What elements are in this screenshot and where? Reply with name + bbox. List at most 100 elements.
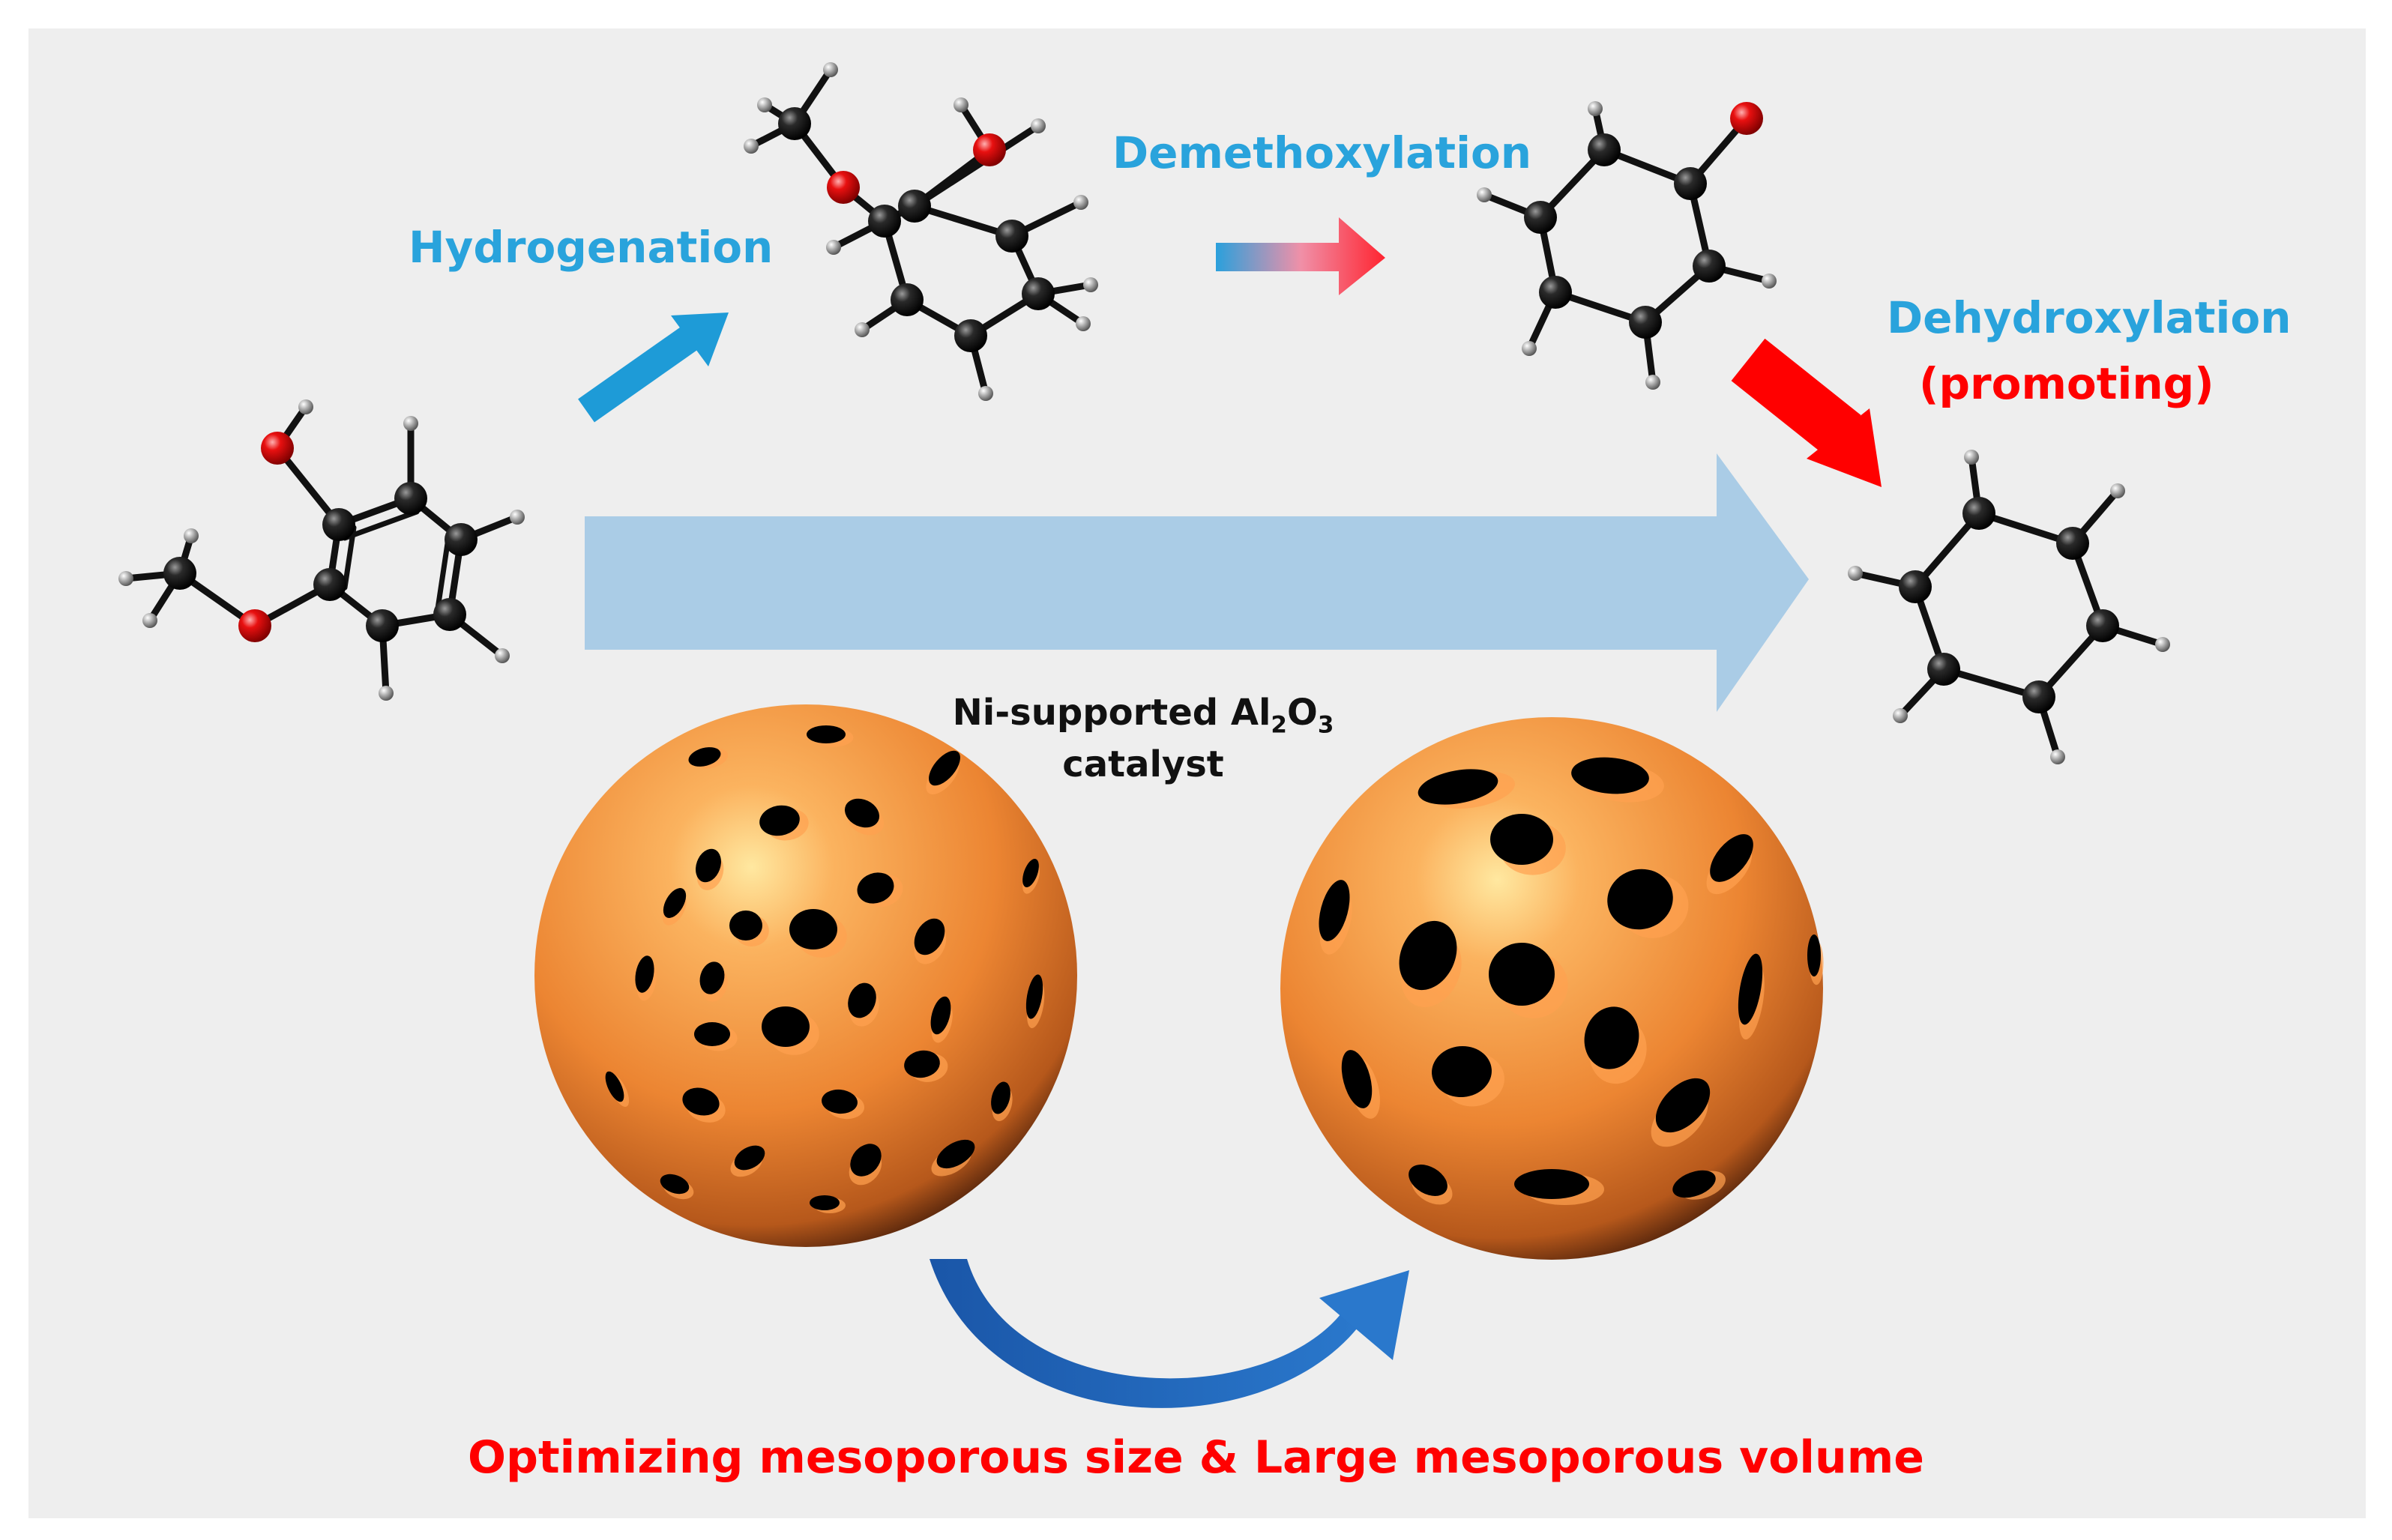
atom-H bbox=[1073, 195, 1088, 210]
atom-C bbox=[1539, 276, 1572, 309]
catalyst-subscript-1: 2 bbox=[1271, 711, 1287, 739]
atom-H bbox=[1762, 274, 1777, 289]
catalyst-subscript-2: 3 bbox=[1317, 711, 1334, 739]
double-bond bbox=[342, 509, 420, 541]
bond bbox=[911, 122, 1042, 210]
pore bbox=[635, 955, 654, 993]
atom-C bbox=[995, 220, 1028, 253]
pore bbox=[1319, 880, 1350, 941]
benzene-molecule bbox=[1848, 450, 2170, 764]
atom-C bbox=[1962, 497, 1995, 530]
atom-C bbox=[394, 482, 427, 515]
atom-H bbox=[826, 240, 841, 255]
figure-panel bbox=[28, 28, 2366, 1518]
pore bbox=[936, 1139, 975, 1169]
atom-H bbox=[855, 322, 870, 337]
pore bbox=[850, 1144, 882, 1177]
atom-H bbox=[1031, 118, 1046, 133]
atom-H bbox=[1522, 341, 1537, 356]
atom-H bbox=[118, 571, 133, 586]
atom-C bbox=[313, 568, 346, 601]
atom-O bbox=[973, 133, 1006, 166]
atom-C bbox=[1022, 277, 1055, 310]
pore bbox=[1490, 814, 1553, 865]
pore bbox=[904, 1050, 940, 1078]
pore bbox=[1432, 1045, 1492, 1098]
atom-O bbox=[238, 609, 271, 642]
atom-H bbox=[978, 386, 993, 401]
pore bbox=[1418, 769, 1498, 805]
pore bbox=[930, 996, 951, 1035]
atom-H bbox=[510, 510, 525, 525]
pore bbox=[991, 1081, 1010, 1114]
hydrogenation-label: Hydrogenation bbox=[409, 222, 774, 273]
catalyst-label: Ni-supported Al2O3 catalyst bbox=[918, 689, 1368, 788]
pore bbox=[734, 1145, 765, 1171]
pore bbox=[699, 961, 725, 994]
atom-H bbox=[1477, 187, 1492, 202]
pore bbox=[1399, 920, 1457, 991]
atom-C bbox=[1899, 570, 1932, 603]
pore bbox=[605, 1071, 624, 1102]
atom-C bbox=[1588, 133, 1621, 166]
pore bbox=[1655, 1078, 1711, 1133]
pore bbox=[822, 1089, 858, 1114]
pore bbox=[929, 750, 960, 786]
pore bbox=[1710, 834, 1753, 882]
pore bbox=[1341, 1050, 1373, 1108]
catalyst-oxygen: O bbox=[1287, 692, 1318, 734]
main-reaction-arrow bbox=[585, 453, 1809, 712]
atom-C bbox=[322, 508, 355, 541]
pore bbox=[729, 911, 762, 940]
pore bbox=[1025, 974, 1043, 1019]
atom-H bbox=[823, 62, 838, 77]
atom-H bbox=[495, 648, 510, 663]
atom-O bbox=[1730, 102, 1763, 135]
pore bbox=[1607, 869, 1673, 930]
caption: Optimizing mesoporous size & Large mesop… bbox=[468, 1431, 1924, 1484]
pore bbox=[696, 848, 721, 883]
atom-H bbox=[379, 686, 394, 701]
atom-C bbox=[778, 107, 811, 140]
dehydroxylation-arrow bbox=[1731, 338, 1882, 487]
atom-C bbox=[163, 557, 196, 590]
pore bbox=[1409, 1165, 1447, 1196]
pore bbox=[1738, 953, 1763, 1025]
pore bbox=[759, 805, 800, 836]
atom-C bbox=[433, 598, 466, 631]
atom-H bbox=[298, 399, 313, 414]
atom-C bbox=[1674, 167, 1707, 200]
atom-O bbox=[827, 171, 860, 204]
pore bbox=[914, 918, 945, 955]
atom-H bbox=[1848, 566, 1863, 581]
atom-C bbox=[868, 205, 901, 238]
atom-C bbox=[2056, 527, 2089, 560]
atom-C bbox=[891, 283, 924, 316]
pore bbox=[844, 798, 880, 828]
methoxycyclohexanol-molecule bbox=[744, 62, 1098, 401]
atom-H bbox=[1076, 316, 1091, 331]
pore bbox=[848, 982, 876, 1018]
pore bbox=[1672, 1170, 1716, 1198]
pore bbox=[663, 888, 687, 918]
atom-H bbox=[2050, 749, 2065, 764]
atom-H bbox=[142, 613, 157, 628]
atom-C bbox=[1524, 201, 1557, 234]
atom-H bbox=[2155, 637, 2170, 652]
atom-C bbox=[445, 523, 478, 556]
pore bbox=[1571, 757, 1649, 794]
atom-H bbox=[954, 97, 968, 112]
pore bbox=[660, 1174, 690, 1195]
pore bbox=[1022, 858, 1039, 888]
atom-H bbox=[1893, 708, 1908, 723]
atom-C bbox=[2086, 609, 2119, 642]
atom-H bbox=[2110, 483, 2125, 498]
bond bbox=[911, 202, 1016, 240]
atom-H bbox=[744, 139, 759, 154]
atom-H bbox=[757, 97, 772, 112]
atom-C bbox=[1927, 653, 1960, 686]
curved-arrow bbox=[930, 1259, 1409, 1408]
pore bbox=[688, 747, 721, 767]
pore bbox=[1514, 1169, 1589, 1199]
